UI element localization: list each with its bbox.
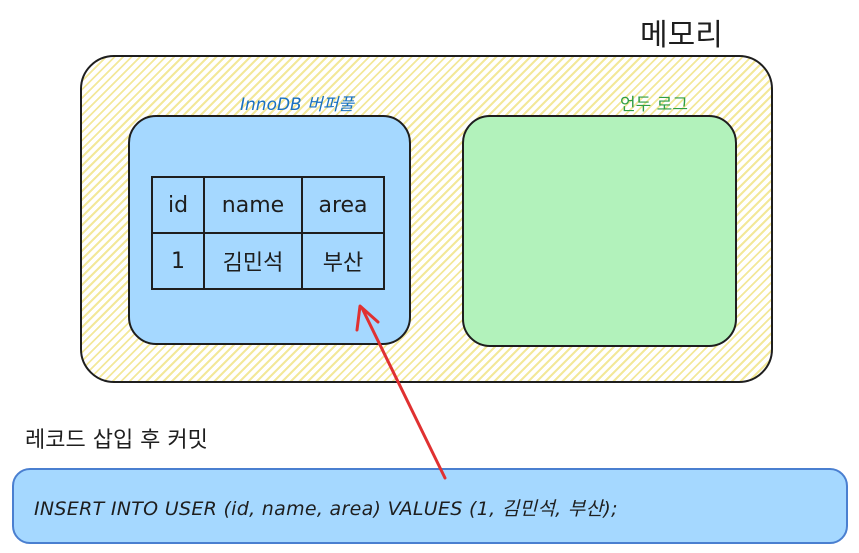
table-row: 1 김민석 부산 <box>151 232 385 290</box>
undo-log-box <box>462 115 737 347</box>
undo-log-label: 언두 로그 <box>620 95 688 115</box>
cell-area: 부산 <box>301 232 385 290</box>
header-id: id <box>151 176 205 234</box>
header-area: area <box>301 176 385 234</box>
sql-statement-text: INSERT INTO USER (id, name, area) VALUES… <box>34 498 618 520</box>
memory-title: 메모리 <box>640 18 723 53</box>
cell-name: 김민석 <box>203 232 303 290</box>
insert-commit-caption: 레코드 삽입 후 커밋 <box>25 428 208 453</box>
arrow-head <box>355 304 380 332</box>
table-header-row: id name area <box>151 176 385 234</box>
arrow-shaft <box>360 306 447 480</box>
cell-id: 1 <box>151 232 205 290</box>
buffer-pool-label: InnoDB 버퍼풀 <box>240 95 355 115</box>
header-name: name <box>203 176 303 234</box>
record-table: id name area 1 김민석 부산 <box>151 176 385 290</box>
sql-statement-box <box>12 468 848 544</box>
